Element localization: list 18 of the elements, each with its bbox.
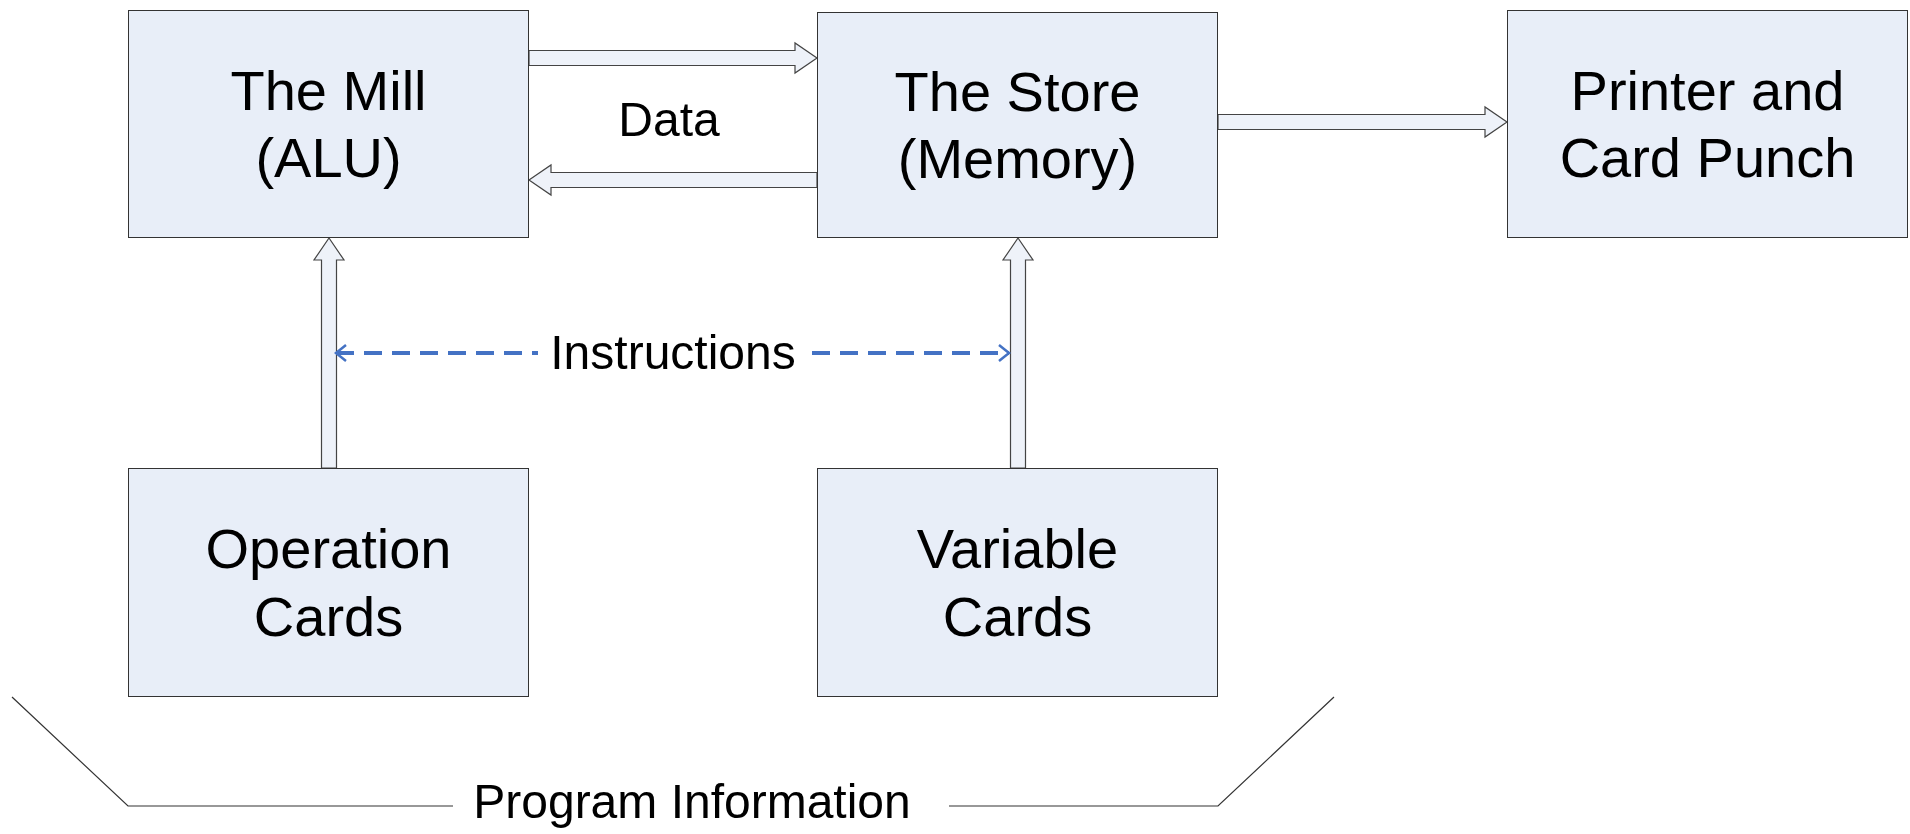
text-label: Program Information [473,778,911,826]
process-box [817,12,1218,238]
process-box [128,468,529,697]
block-arrow [528,41,819,75]
box-label: The Store (Memory) [893,58,1142,192]
box-label: Operation Cards [204,516,453,650]
block-arrow [1001,236,1035,469]
block-arrow [527,163,818,197]
box-label: The Mill (ALU) [229,57,428,191]
text-label: Data [618,96,720,144]
process-box [128,10,529,238]
block-arrow [1217,105,1509,139]
box-label: Variable Cards [915,516,1120,650]
box-label: Printer and Card Punch [1558,57,1857,191]
process-box [1507,10,1908,238]
text-label: Instructions [550,329,796,377]
block-arrow [312,236,346,469]
process-box [817,468,1218,697]
